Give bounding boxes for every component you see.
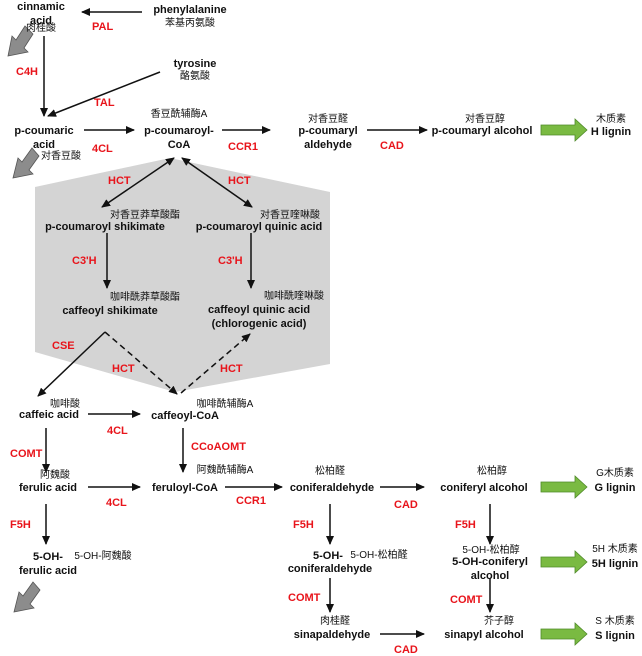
enzyme-pal: PAL	[92, 21, 114, 33]
caffeoyl-quinic-label: caffeoyl quinic acid (chlorogenic acid)	[207, 304, 311, 330]
enzyme-4cl-top: 4CL	[92, 143, 113, 155]
ferulic-acid-label: ferulic acid	[18, 482, 78, 494]
coniferaldehyde-cn-label: 松柏醛	[315, 466, 345, 477]
enzyme-comt-middle: COMT	[288, 592, 321, 604]
5-oh-coniferaldehyde-label: coniferaldehyde	[287, 563, 373, 575]
arrow-cse-caffeoylshikimate-to-caffeic	[37, 331, 106, 397]
green-arrow-h-lignin	[540, 118, 588, 142]
p-coumaryl-aldehyde-label: p-coumaryl aldehyde	[298, 125, 358, 151]
enzyme-c3h-left: C3'H	[72, 255, 97, 267]
cinnamic-acid-cn-label: 肉桂酸	[26, 23, 56, 34]
5-oh-coniferaldehyde-prefix: 5-OH-	[313, 550, 343, 562]
p-coumaryl-alcohol-label: p-coumaryl alcohol	[431, 125, 533, 137]
ferulic-acid-cn-label: 阿魏酸	[40, 470, 70, 481]
p-coumaryl-aldehyde-cn-label: 对香豆醛	[308, 114, 348, 125]
p-coumaroyl-coa-label: p-coumaroyl- CoA	[144, 125, 214, 151]
enzyme-cad-middle: CAD	[394, 499, 418, 511]
p-coumaroyl-shikimate-cn-label: 对香豆莽草酸酯	[110, 210, 180, 221]
enzyme-cad-top: CAD	[380, 140, 404, 152]
green-arrow-g-lignin	[540, 475, 588, 499]
enzyme-4cl-bottom: 4CL	[106, 497, 127, 509]
p-coumaroyl-quinic-cn-label: 对香豆喹啉酸	[260, 210, 320, 221]
g-lignin-cn-label: G木质素	[596, 468, 634, 479]
enzyme-ccoaomt: CCoAOMT	[191, 441, 246, 453]
caffeoyl-shikimate-label: caffeoyl shikimate	[62, 305, 158, 317]
enzyme-f5h-right: F5H	[455, 519, 476, 531]
enzyme-comt-right: COMT	[450, 594, 483, 606]
coniferaldehyde-label: coniferaldehyde	[289, 482, 375, 494]
enzyme-ccr1-top: CCR1	[228, 141, 258, 153]
p-coumaroyl-shikimate-label: p-coumaroyl shikimate	[45, 221, 165, 233]
sinapaldehyde-label: sinapaldehyde	[293, 629, 371, 641]
arrow-dashed-shikimate-to-caffeoylcoa	[104, 331, 178, 395]
gray-arrow-middle	[12, 147, 40, 179]
green-arrow-5h-lignin	[540, 550, 588, 574]
enzyme-4cl-middle: 4CL	[107, 425, 128, 437]
enzyme-cad-bottom: CAD	[394, 644, 418, 656]
arrow-tyrosine-to-pcoumaric	[47, 71, 161, 117]
enzyme-f5h-middle: F5H	[293, 519, 314, 531]
enzyme-hct-right: HCT	[228, 175, 251, 187]
enzyme-f5h-left: F5H	[10, 519, 31, 531]
5-oh-ferulic-acid-cn-label: 5-OH-阿魏酸	[74, 551, 132, 562]
coniferyl-alcohol-cn-label: 松柏醇	[477, 466, 507, 477]
enzyme-hct-bottom-left: HCT	[112, 363, 135, 375]
g-lignin-label: G lignin	[594, 482, 636, 494]
hct-cycle-panel	[35, 158, 330, 392]
5-oh-ferulic-acid-label: 5-OH- ferulic acid	[18, 551, 78, 577]
enzyme-ccr1-bottom: CCR1	[236, 495, 266, 507]
5-oh-coniferyl-alcohol-cn-label: 5-OH-松柏醇	[462, 545, 520, 556]
p-coumaroyl-quinic-label: p-coumaroyl quinic acid	[195, 221, 323, 233]
feruloyl-coa-label: feruloyl-CoA	[152, 482, 218, 494]
enzyme-comt-left: COMT	[10, 448, 43, 460]
5-oh-coniferyl-alcohol-label: 5-OH-coniferyl alcohol	[452, 556, 528, 582]
caffeoyl-coa-cn-label: 咖啡酰辅酶A	[196, 399, 254, 410]
enzyme-hct-left: HCT	[108, 175, 131, 187]
5-oh-coniferaldehyde-cn-label: 5-OH-松柏醛	[350, 550, 408, 561]
cinnamic-acid-label: cinnamic acid	[17, 1, 65, 27]
h-lignin-cn-label: 木质素	[596, 114, 626, 125]
gray-arrow-top	[7, 25, 34, 57]
tyrosine-label: tyrosine	[173, 58, 217, 70]
sinapyl-alcohol-cn-label: 芥子醇	[484, 616, 514, 627]
sinapyl-alcohol-label: sinapyl alcohol	[444, 629, 524, 641]
s-lignin-cn-label: S 木质素	[595, 616, 635, 627]
s-lignin-label: S lignin	[595, 630, 635, 642]
phenylalanine-cn-label: 苯基丙氨酸	[165, 18, 215, 29]
sinapaldehyde-cn-label: 肉桂醛	[320, 616, 350, 627]
enzyme-c3h-right: C3'H	[218, 255, 243, 267]
tyrosine-cn-label: 酪氨酸	[180, 71, 210, 82]
enzyme-cse: CSE	[52, 340, 75, 352]
green-arrow-s-lignin	[540, 622, 588, 646]
phenylalanine-label: phenylalanine	[153, 4, 227, 16]
caffeoyl-coa-label: caffeoyl-CoA	[151, 410, 219, 422]
arrow-hct-coa-shikimate	[101, 157, 175, 208]
5h-lignin-cn-label: 5H 木质素	[592, 544, 638, 555]
h-lignin-label: H lignin	[590, 126, 632, 138]
5h-lignin-label: 5H lignin	[591, 558, 639, 570]
p-coumaryl-alcohol-cn-label: 对香豆醇	[465, 114, 505, 125]
enzyme-c4h: C4H	[16, 66, 39, 78]
p-coumaroyl-coa-cn-label: 香豆酰辅酶A	[150, 109, 208, 120]
enzyme-hct-bottom-right: HCT	[220, 363, 243, 375]
caffeic-acid-cn-label: 咖啡酸	[50, 399, 80, 410]
arrow-hct-coa-quinic	[181, 157, 253, 208]
enzyme-tal: TAL	[94, 97, 115, 109]
gray-arrow-bottom	[13, 581, 41, 613]
caffeoyl-shikimate-cn-label: 咖啡酰莽草酸酯	[110, 292, 180, 303]
coniferyl-alcohol-label: coniferyl alcohol	[440, 482, 528, 494]
p-coumaric-acid-label: p-coumaric acid	[14, 125, 74, 151]
arrow-dashed-caffeoylcoa-to-quinic	[180, 333, 251, 394]
caffeic-acid-label: caffeic acid	[19, 409, 79, 421]
caffeoyl-quinic-cn-label: 咖啡酰喹啉酸	[264, 291, 324, 302]
feruloyl-coa-cn-label: 阿魏酰辅酶A	[196, 465, 254, 476]
p-coumaric-acid-cn-label: 对香豆酸	[41, 151, 81, 162]
